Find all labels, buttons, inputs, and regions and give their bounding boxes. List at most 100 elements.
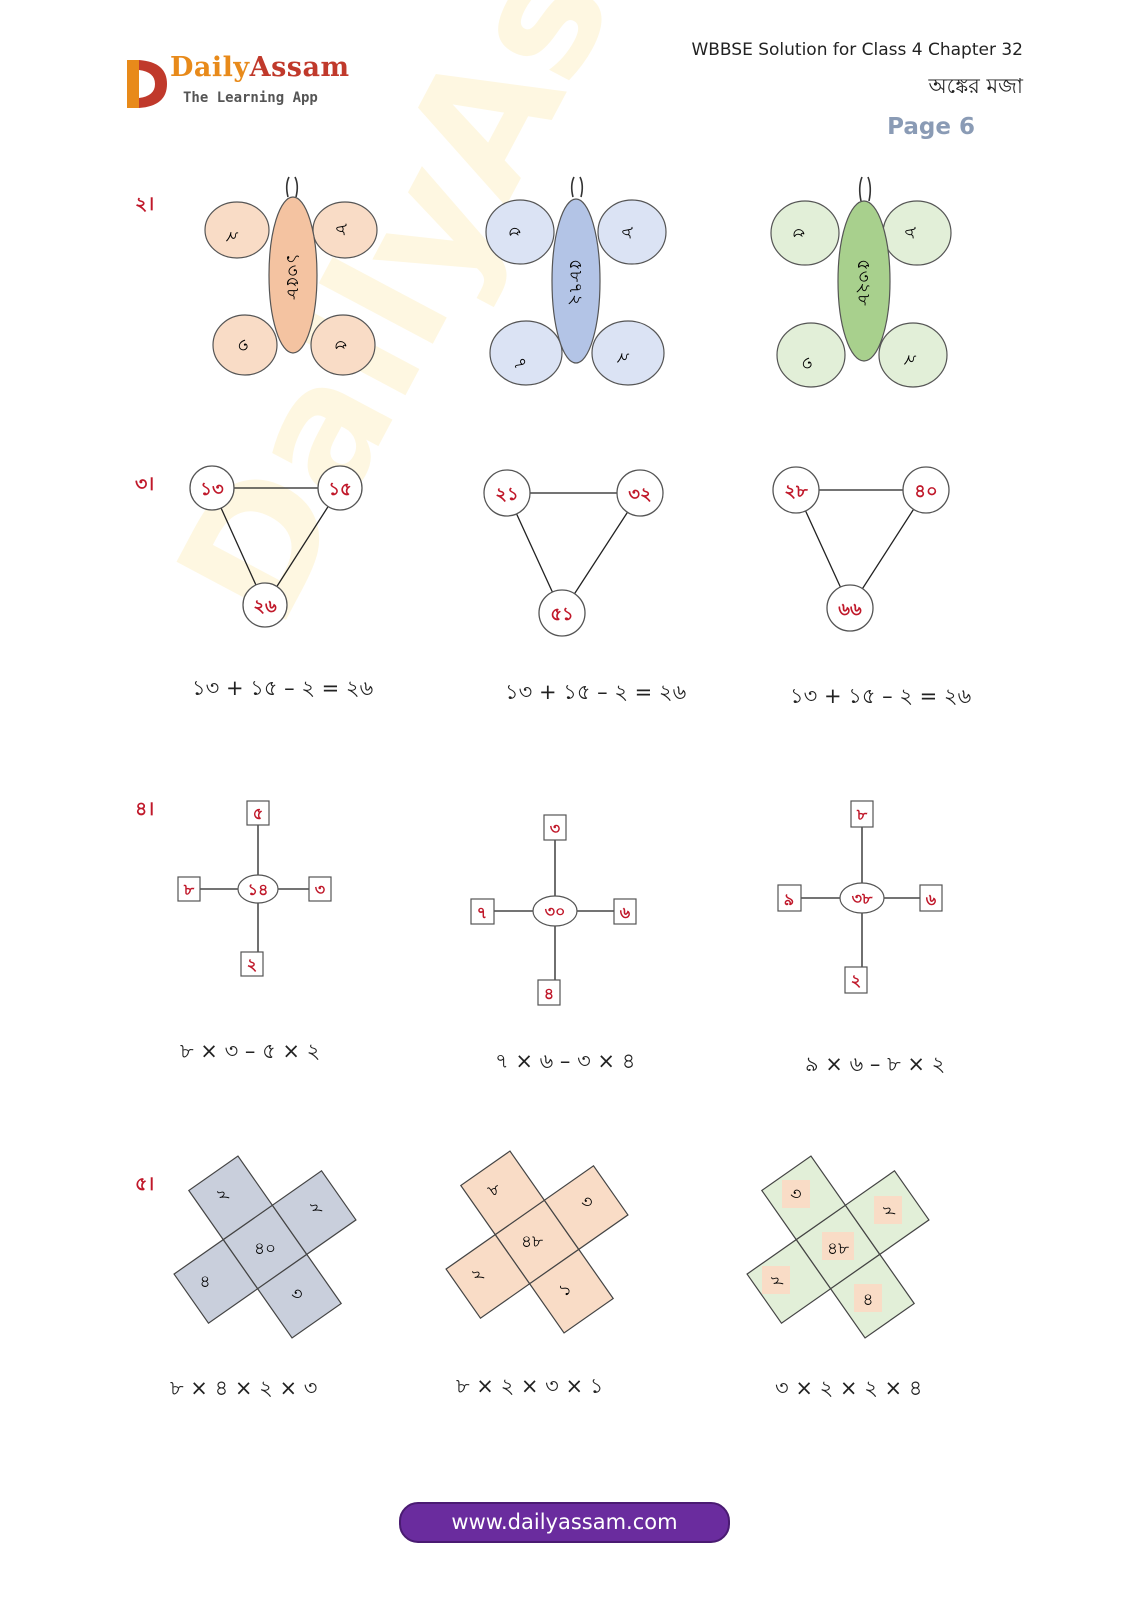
node-left (772, 466, 820, 514)
cross-2: ৩ ৭ ৬ ৪ ৩০ (470, 814, 637, 1006)
question-4-number: ৪। (135, 798, 155, 820)
cell-top-label: ৮ (856, 805, 868, 824)
wing-top-right (597, 199, 667, 265)
cell-bottom (844, 966, 868, 994)
node-right-label: ৪০ (914, 481, 937, 502)
node-right (616, 469, 664, 517)
center-label: ৩৮ (852, 889, 873, 908)
cell-left (777, 884, 802, 912)
cell-left (177, 876, 201, 902)
cell-ne (459, 1150, 546, 1236)
cell-right-label: ৩ (315, 880, 326, 899)
wing-bottom-left (212, 314, 278, 376)
q5-equation-3: ৩ × ২ × ২ × ৪ (775, 1376, 923, 1400)
node-left (189, 465, 235, 511)
q3-equation-3: ১৩ + ১৫ – ২ = ২৬ (790, 684, 972, 708)
cell-right-label: ৬ (926, 890, 937, 909)
node-left (483, 469, 531, 517)
cell-top-label: ৩ (550, 819, 561, 838)
q3-equation-1: ১৩ + ১৫ – ২ = ২৬ (192, 676, 374, 700)
cross-1: ৫ ৮ ৩ ২ ১৪ (177, 800, 332, 977)
footer-url-button[interactable]: www.dailyassam.com (399, 1502, 730, 1543)
node-left-label: ২৮ (784, 481, 808, 502)
q5-equation-2: ৮ × ২ × ৩ × ১ (456, 1374, 604, 1398)
q4-equation-1: ৮ × ৩ – ৫ × ২ (180, 1039, 321, 1063)
center-label: ৪০ (254, 1239, 276, 1259)
wing-bottom-right (878, 322, 948, 388)
cell-se (271, 1169, 357, 1256)
node-left-label: ১৩ (200, 479, 224, 500)
chapter-title: অঙ্কের মজা (928, 74, 1023, 98)
butterfly-body (551, 198, 601, 364)
wing-label: ৩ (231, 338, 254, 353)
q4-equation-2: ৭ × ৬ – ৩ × ৪ (495, 1049, 636, 1073)
brand-name: DailyAssam (170, 52, 350, 83)
question-2-number: ২। (135, 193, 155, 215)
cell-top (246, 800, 270, 826)
wing-label: ৭ (508, 356, 531, 371)
node-right (902, 466, 950, 514)
cell-se (543, 1164, 629, 1251)
question-3-number: ৩। (135, 473, 155, 495)
node-bottom (826, 584, 874, 632)
cell-bottom-label: ২ (851, 971, 861, 990)
brand-tagline: The Learning App (183, 90, 318, 106)
node-left-label: ২১ (495, 484, 518, 505)
butterfly-2: ৫ ৮ ৭ ২ ৫৮৭২ (485, 176, 667, 386)
center-label: ৪৮ (521, 1232, 543, 1252)
body-label: ১৩৫৮ (282, 253, 303, 300)
cross-3: ৮ ৯ ৬ ২ ৩৮ (777, 800, 943, 994)
node-right-label: ৩২ (628, 484, 651, 505)
wing-label: ৮ (330, 223, 353, 238)
wing-label: ৮ (616, 226, 639, 241)
cell-right-label: ৬ (620, 903, 631, 922)
cell-bottom-label: ২ (247, 955, 257, 974)
wing-label: ৩ (795, 356, 818, 371)
node-right-label: ১৫ (328, 479, 351, 500)
cell-sw (528, 1248, 615, 1334)
cell-right (613, 898, 637, 925)
cell-se-label: ৪ (862, 1290, 873, 1310)
wing-top-left (770, 200, 840, 266)
cell-left-label: ৯ (784, 890, 794, 909)
wing-label: ৫ (329, 338, 352, 353)
node-bottom-label: ৫১ (550, 604, 573, 625)
center-label: ১৪ (248, 880, 269, 899)
grid-3: ৪৮ ৩ ২ ২ ৪ (746, 1155, 930, 1339)
wing-label: ৫ (503, 225, 526, 240)
cell-ne (187, 1155, 274, 1241)
cell-nw (445, 1233, 531, 1320)
body-label: ৫৩২৮ (853, 259, 874, 306)
triangle-1: ১৩ ১৫ ২৬ (189, 465, 363, 628)
cell-right (919, 884, 943, 912)
cell-left-label: ৮ (183, 880, 195, 899)
q4-equation-3: ৯ × ৬ – ৮ × ২ (805, 1052, 946, 1076)
triangle-3: ২৮ ৪০ ৬৬ (772, 466, 950, 632)
cell-top-label: ৫ (253, 804, 263, 823)
cell-bottom (537, 979, 561, 1006)
center-node (532, 895, 578, 927)
wing-label: ৮ (899, 226, 922, 241)
butterfly-1: ২ ৮ ৩ ৫ ১৩৫৮ (204, 176, 378, 376)
center-node (839, 882, 885, 914)
wing-label: ৫ (787, 226, 810, 241)
center-label: ৪৮ (827, 1239, 849, 1259)
node-bottom (538, 589, 586, 637)
cell-left (470, 898, 495, 925)
wing-bottom-right (591, 320, 665, 386)
wing-label: ২ (221, 228, 244, 243)
body-label: ৫৮৭২ (565, 259, 586, 306)
center-node (237, 874, 279, 904)
cell-sw-label: ৪ (199, 1272, 210, 1292)
cell-sw (256, 1253, 343, 1339)
cell-bottom (240, 951, 264, 977)
question-5-number: ৫। (135, 1173, 155, 1195)
wing-bottom-left (489, 320, 563, 386)
cell-top (850, 800, 874, 828)
triangle-2: ২১ ৩২ ৫১ (483, 469, 664, 637)
node-right (317, 465, 363, 511)
butterfly-body (268, 196, 318, 354)
node-bottom-label: ৬৬ (838, 599, 862, 620)
butterfly-body (837, 200, 891, 362)
q3-equation-2: ১৩ + ১৫ – ২ = ২৬ (505, 680, 687, 704)
